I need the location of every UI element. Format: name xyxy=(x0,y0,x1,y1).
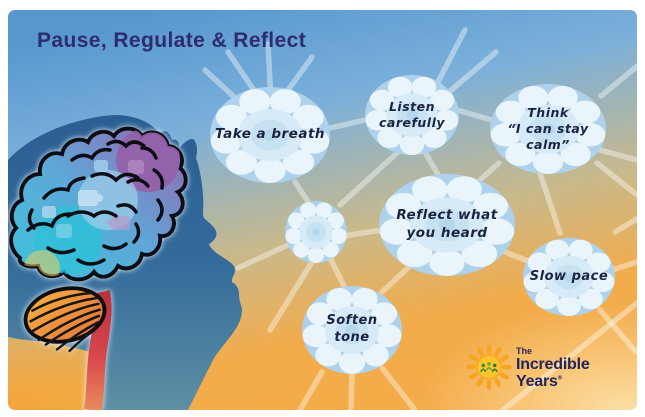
bubble-label: Listen carefully xyxy=(378,98,446,130)
sun-icon xyxy=(466,344,512,390)
bubble-think-calm: Think “I can stay calm” xyxy=(490,84,606,174)
bubble-empty xyxy=(285,201,347,263)
bubble-label: Slow pace xyxy=(529,268,609,284)
children-figures-icon xyxy=(480,362,498,373)
child-head-silhouette xyxy=(8,115,242,410)
bubble-take-a-breath: Take a breath xyxy=(210,87,330,183)
cloud-bubble-icon xyxy=(285,201,347,263)
bubble-label: Think “I can stay calm” xyxy=(507,104,589,153)
bubble-slow-pace: Slow pace xyxy=(523,238,615,316)
brain-icon xyxy=(9,126,188,353)
web-lines xyxy=(202,27,637,410)
bubble-label: Reflect what you heard xyxy=(396,207,498,241)
poster-canvas: Pause, Regulate & Reflect Take a breath … xyxy=(8,10,637,410)
bubble-soften-tone: Soften tone xyxy=(302,286,402,374)
bubble-listen-carefully: Listen carefully xyxy=(365,75,459,155)
logo-incredible: Incredible xyxy=(516,356,590,373)
registered-mark: ® xyxy=(557,375,562,382)
bubble-label: Take a breath xyxy=(214,126,326,143)
incredible-years-logo: The Incredible Years® xyxy=(466,344,590,390)
bubble-reflect-what-you-heard: Reflect what you heard xyxy=(379,174,515,276)
logo-the: The xyxy=(516,346,533,356)
logo-wordmark: The Incredible Years® xyxy=(516,344,590,390)
logo-years: Years® xyxy=(516,373,562,390)
cerebellum xyxy=(23,286,107,353)
bubble-label: Soften tone xyxy=(326,313,378,345)
page-title: Pause, Regulate & Reflect xyxy=(37,29,307,52)
